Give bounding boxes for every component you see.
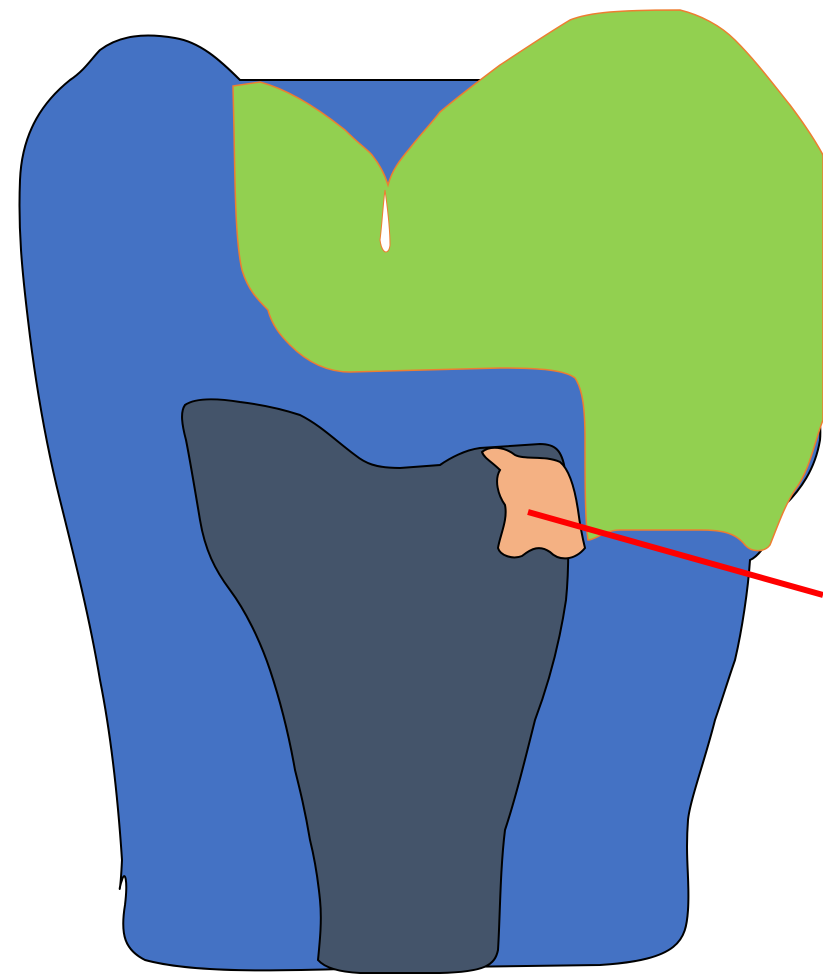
tooth-diagram [0,0,823,978]
diagram-canvas [0,0,823,978]
